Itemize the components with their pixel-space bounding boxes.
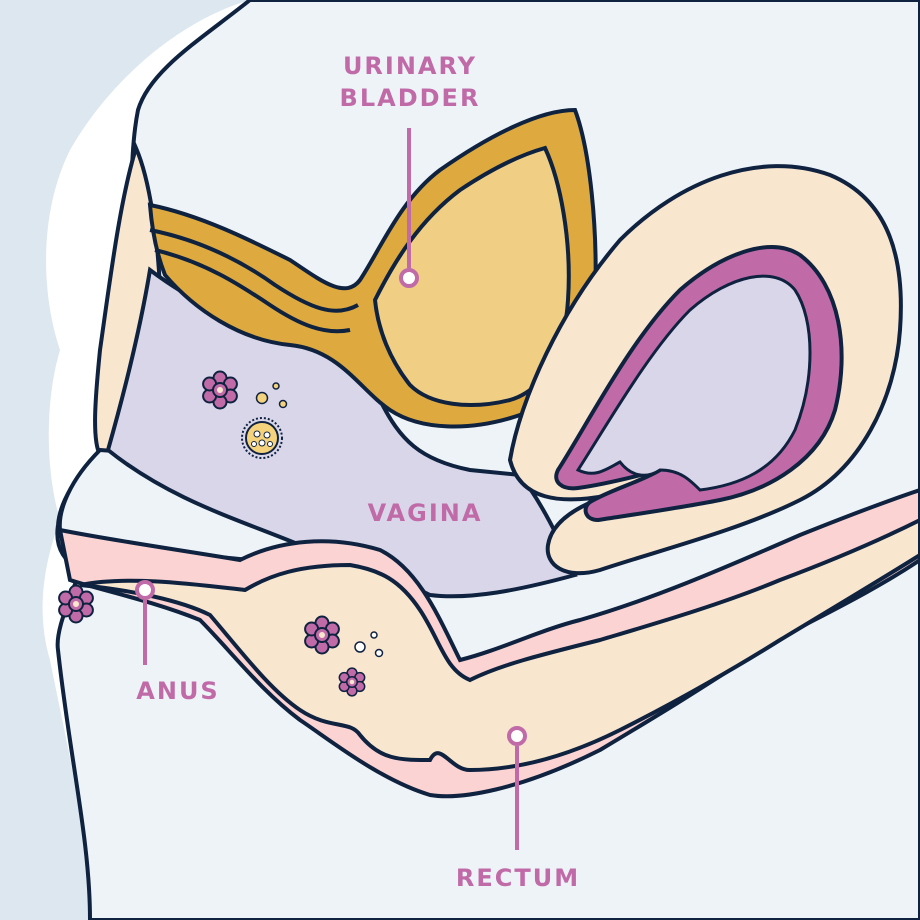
small-dot-icon: [371, 632, 377, 638]
label-urinary-bladder: URINARY BLADDER: [330, 50, 490, 114]
small-dot-icon: [273, 383, 279, 389]
small-dot-icon: [257, 393, 268, 404]
small-dot-icon: [376, 650, 383, 657]
bacteria-flower-icon: [59, 586, 93, 623]
bladder-pin: [401, 270, 417, 286]
anus-pin: [137, 582, 153, 598]
bacteria-flower-icon: [339, 668, 364, 696]
small-dot-icon: [280, 401, 287, 408]
rectum-pin: [509, 728, 525, 744]
label-vagina: VAGINA: [350, 497, 500, 529]
small-dot-icon: [355, 642, 365, 652]
bacteria-flower-icon: [305, 617, 339, 654]
label-anus: ANUS: [118, 675, 238, 707]
bacteria-flower-icon: [203, 372, 237, 409]
label-rectum: RECTUM: [438, 862, 598, 894]
